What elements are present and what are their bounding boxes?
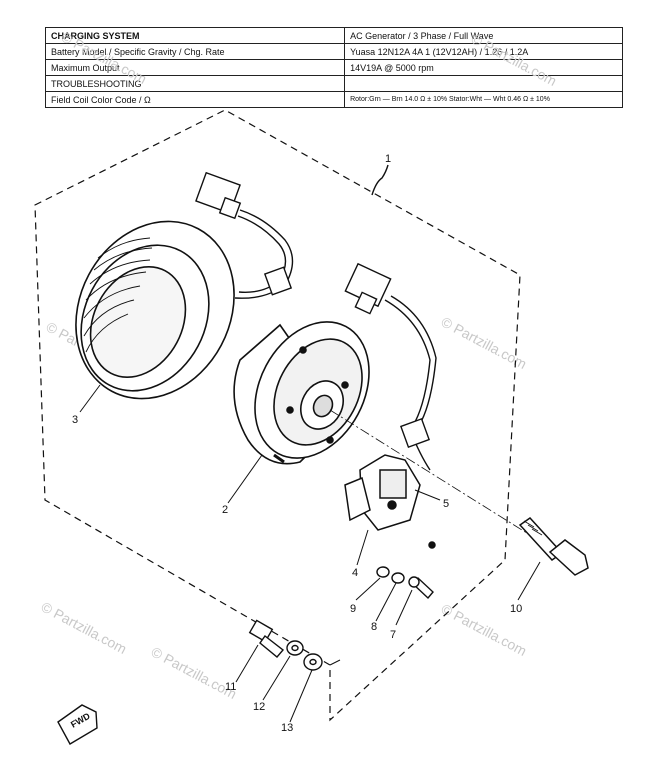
- stator-hardware: [248, 619, 323, 671]
- callout-1-bracket: [371, 164, 389, 196]
- callout-12: 12: [253, 701, 265, 713]
- brush-holder: [344, 454, 436, 549]
- spec-row: Field Coil Color Code / Ω Rotor:Grn — Br…: [44, 91, 623, 108]
- spec-value: Rotor:Grn — Brn 14.0 Ω ± 10% Stator:Wht …: [344, 91, 623, 108]
- stator-connector: [195, 171, 242, 220]
- fwd-arrow: FWD: [57, 704, 98, 745]
- spec-row: TROUBLESHOOTING: [44, 75, 623, 92]
- rotor: [233, 321, 370, 465]
- callout-11: 11: [225, 681, 236, 693]
- watermark: © Partzilla.com: [469, 31, 560, 89]
- rotor-bolt: [518, 517, 589, 576]
- callout-4: 4: [352, 567, 358, 579]
- spec-row: CHARGING SYSTEM AC Generator / 3 Phase /…: [44, 27, 623, 44]
- callout-1: 1: [385, 153, 391, 165]
- callout-10: 10: [510, 603, 522, 615]
- watermark: © Partzilla.com: [59, 29, 150, 87]
- rotor-connector: [344, 262, 392, 315]
- watermark: © Partzilla.com: [39, 599, 130, 657]
- rotor-wire-lead: [384, 295, 437, 471]
- axis-centerline: [329, 409, 531, 536]
- stator-wire-lead: [234, 209, 294, 299]
- callout-5: 5: [443, 498, 449, 510]
- stator-coil: [75, 220, 235, 400]
- callout-13: 13: [281, 722, 293, 734]
- spec-row: Battery Model / Specific Gravity / Chg. …: [44, 43, 623, 60]
- callout-8: 8: [371, 621, 377, 633]
- callout-numbers: 1 2 3 4 5 7 8 9 10 11 12 13: [72, 153, 522, 734]
- watermark: © Partzilla.com: [149, 644, 240, 702]
- callout-2: 2: [222, 504, 228, 516]
- callout-3: 3: [72, 414, 78, 426]
- spec-table: CHARGING SYSTEM AC Generator / 3 Phase /…: [44, 27, 623, 108]
- assembly-boundary: [34, 109, 521, 722]
- brush-holder-hardware: [376, 566, 434, 600]
- callout-7: 7: [390, 629, 396, 641]
- callout-9: 9: [350, 603, 356, 615]
- leader-lines: [79, 384, 541, 723]
- spec-label: Field Coil Color Code / Ω: [44, 91, 346, 108]
